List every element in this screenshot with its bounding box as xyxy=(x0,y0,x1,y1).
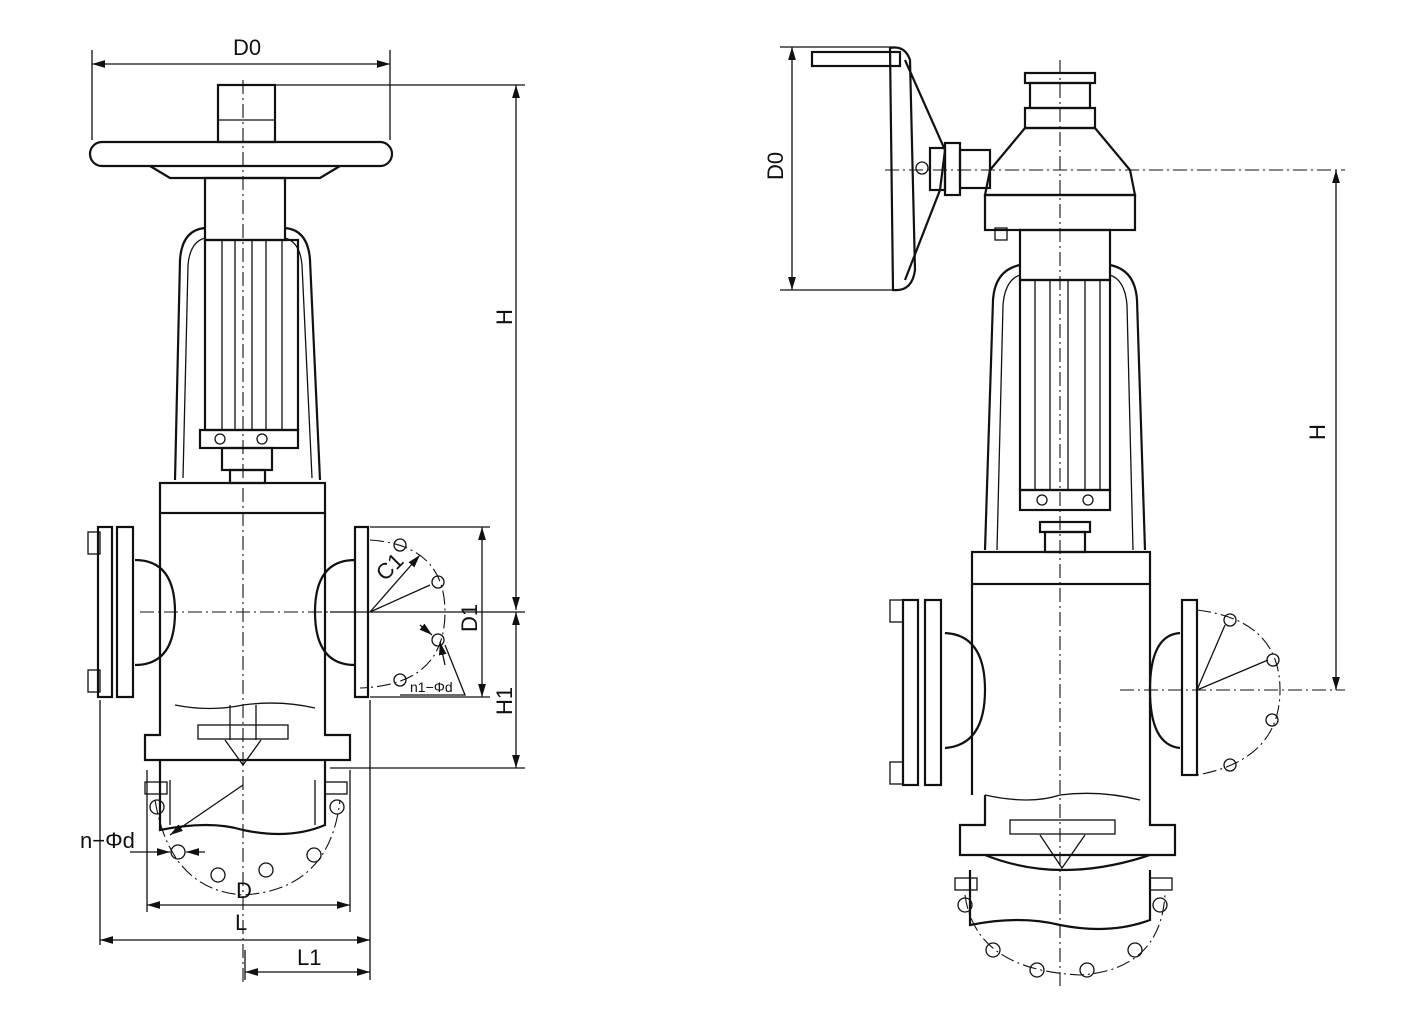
dimensions-left xyxy=(91,50,525,980)
label-n1-phi-d: n1−Φd xyxy=(410,679,453,695)
label-C1: C1 xyxy=(371,548,409,586)
label-D1: D1 xyxy=(457,604,482,632)
left-valve-view: D0 H C1 D1 n1−Φd H1 n−Φd D L L1 xyxy=(80,35,525,985)
label-D0-right: D0 xyxy=(763,152,788,180)
right-valve-body xyxy=(889,550,1199,931)
label-L: L xyxy=(235,910,247,935)
label-H-right: H xyxy=(1305,424,1330,440)
label-n-phi-d: n−Φd xyxy=(80,828,135,853)
right-bottom-bolt-circle xyxy=(964,894,1166,976)
side-handwheel xyxy=(810,46,992,292)
right-valve-view: D0 H xyxy=(763,46,1345,990)
bottom-bolt-circle xyxy=(154,799,341,896)
dimensions-right xyxy=(780,46,1340,690)
valve-body xyxy=(87,481,370,836)
yoke xyxy=(173,176,322,485)
label-D: D xyxy=(236,878,252,903)
label-D0: D0 xyxy=(233,35,261,60)
label-H: H xyxy=(492,309,517,325)
handwheel xyxy=(88,83,394,180)
label-H1: H1 xyxy=(492,687,517,715)
label-L1: L1 xyxy=(297,945,321,970)
bolt-holes xyxy=(149,538,445,883)
gearbox xyxy=(983,71,1137,282)
right-yoke xyxy=(983,263,1147,554)
